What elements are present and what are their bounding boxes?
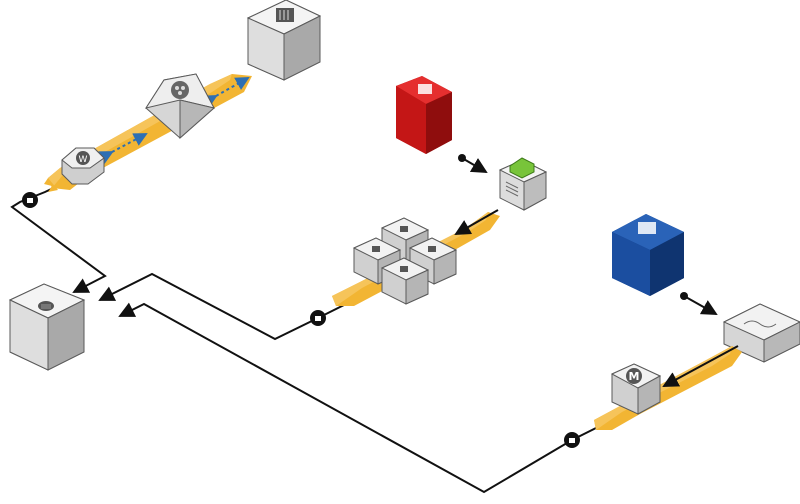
connector-bottom-to-server	[118, 302, 601, 494]
connector-manifest-to-grid	[454, 209, 499, 235]
document-icon	[505, 181, 519, 197]
lock-icon	[310, 310, 326, 326]
connector-top-left-to-server	[10, 181, 107, 293]
lock-icon	[22, 192, 38, 208]
database-icon	[276, 8, 294, 22]
green-marker	[509, 157, 535, 179]
connector-red-to-manifest	[458, 154, 488, 174]
database-icon	[638, 222, 656, 234]
svg-text:W: W	[79, 155, 88, 165]
dashed-arrow	[98, 133, 148, 164]
map-m-icon: M	[626, 368, 642, 384]
manifest-node	[498, 157, 548, 211]
instance-box	[722, 303, 800, 363]
red-cluster	[396, 76, 452, 154]
dashed-arrow	[202, 77, 250, 108]
instance-icon	[743, 320, 777, 328]
cluster-node	[144, 73, 216, 140]
mapper-node: M	[610, 363, 662, 415]
left-server	[8, 283, 86, 371]
instance-grid	[352, 217, 458, 305]
cluster-icon	[171, 81, 189, 99]
blue-cluster	[612, 214, 684, 296]
lock-icon	[564, 432, 580, 448]
connector-badges	[22, 192, 580, 448]
top-right-server	[246, 0, 322, 81]
mapper-label: M	[629, 370, 640, 383]
connector-box-to-mapper	[662, 345, 739, 387]
connector-middle-to-server	[98, 272, 345, 341]
database-icon	[418, 84, 432, 94]
database-icon	[38, 301, 54, 311]
connector-blue-to-box	[680, 292, 718, 315]
workflow-w-icon	[76, 151, 90, 165]
connector-lines	[10, 181, 601, 494]
workflow-node: W	[61, 147, 105, 185]
